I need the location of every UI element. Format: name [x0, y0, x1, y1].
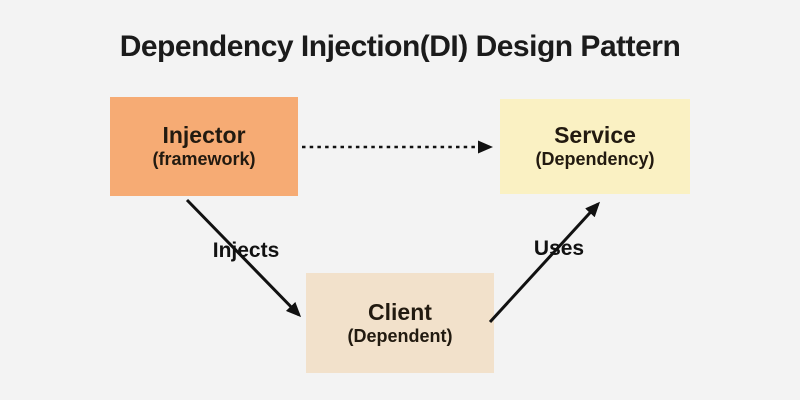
service-node-sublabel: (Dependency) [535, 149, 655, 170]
injector-node: Injector (framework) [110, 97, 298, 196]
client-node-sublabel: (Dependent) [347, 325, 453, 346]
service-node: Service (Dependency) [500, 99, 690, 194]
edge-label-injects: Injects [212, 239, 280, 262]
client-node-label: Client [368, 298, 432, 325]
client-to-service-arrow [488, 201, 601, 324]
edge-label-uses: Uses [533, 237, 585, 260]
service-node-label: Service [554, 122, 636, 149]
diagram-title: Dependency Injection(DI) Design Pattern [119, 30, 681, 63]
client-node: Client (Dependent) [306, 273, 494, 373]
injector-node-label: Injector [162, 122, 246, 149]
injector-node-sublabel: (framework) [152, 149, 256, 170]
